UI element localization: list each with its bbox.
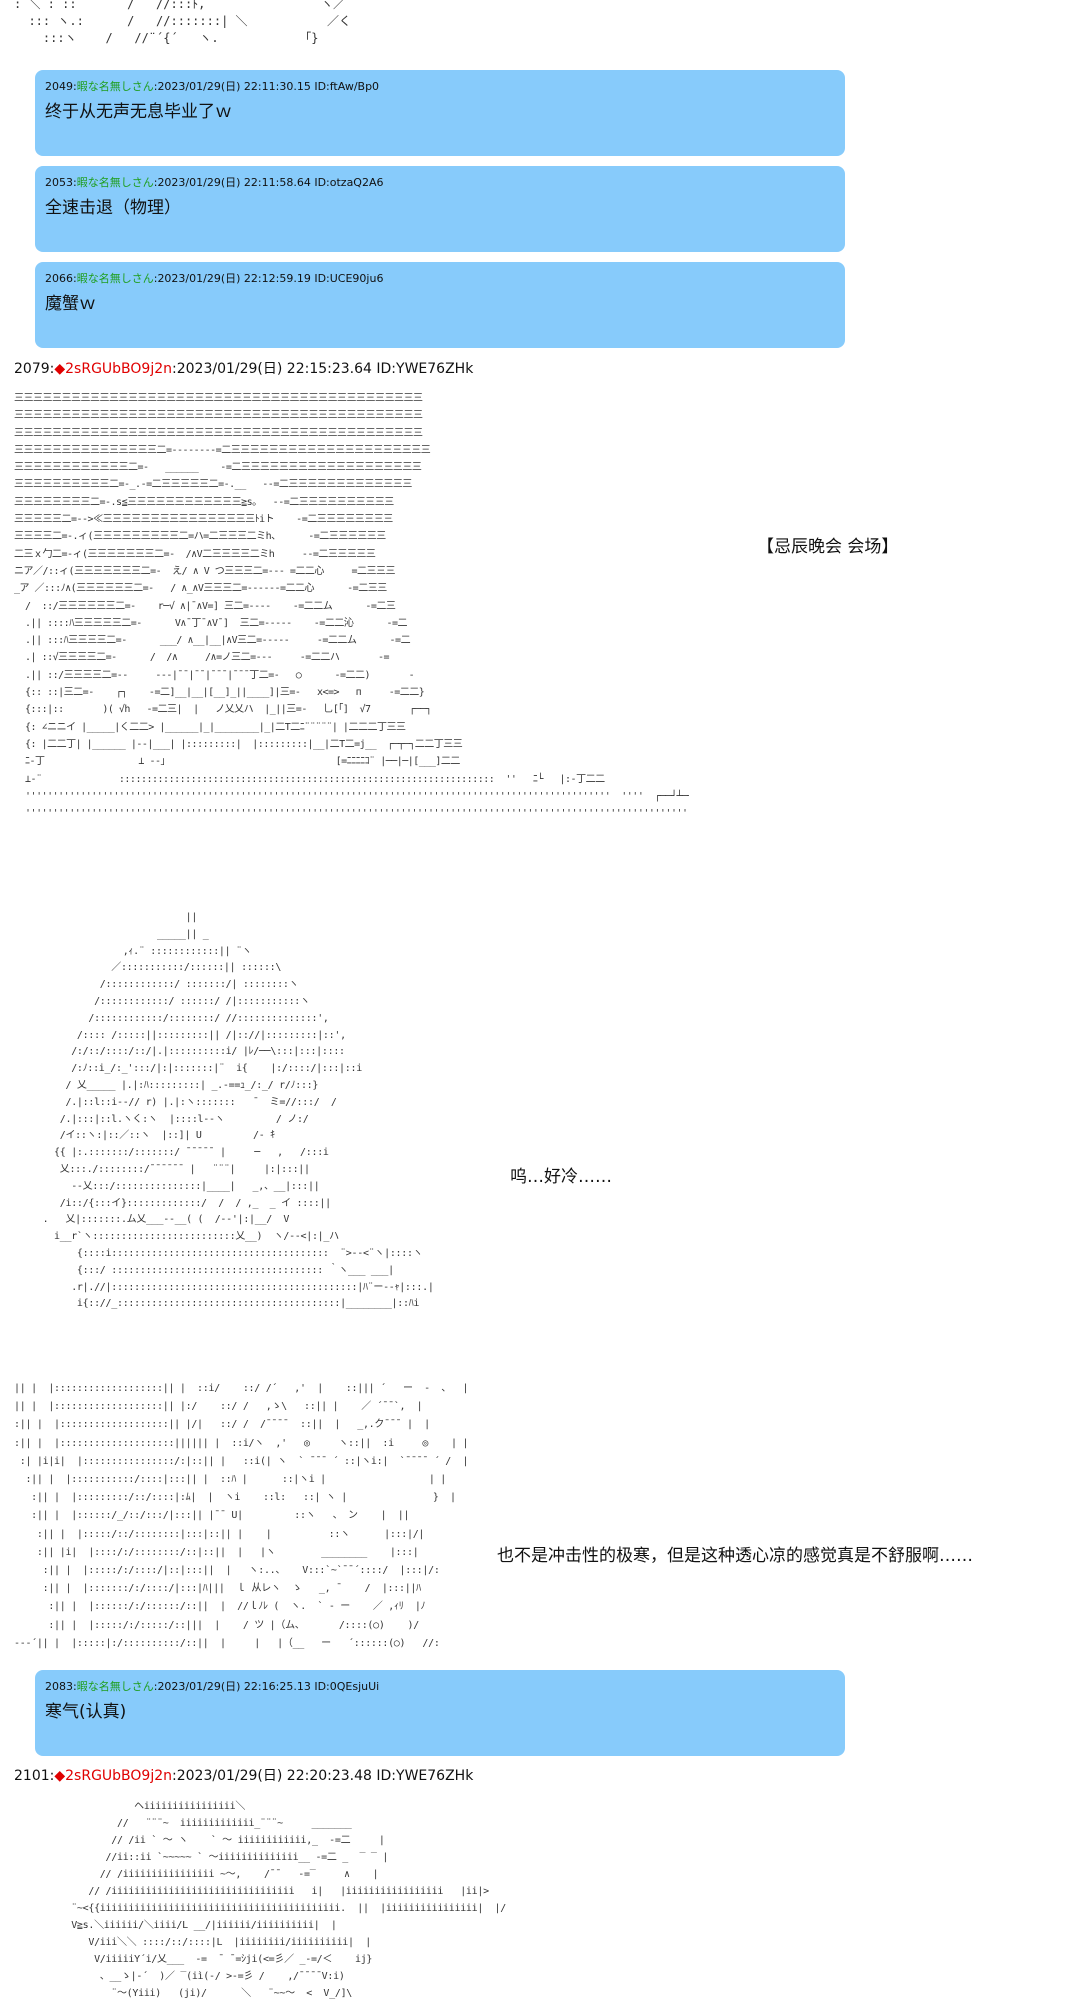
cold-caption: 呜…好冷…… [510, 1167, 612, 1187]
reply-meta: 2049:暇な名無しさん:2023/01/29(日) 22:11:30.15 I… [45, 80, 380, 93]
reply-post-2066: 2066:暇な名無しさん:2023/01/29(日) 22:12:59.19 I… [35, 262, 845, 348]
reply-meta: 2053:暇な名無しさん:2023/01/29(日) 22:11:58.64 I… [45, 176, 384, 189]
girl-ascii-art: || _____|| _ ,ｨ.¨ ::::::::::::|| ¨ヽ ／:::… [42, 912, 434, 1310]
face-ascii-art: || | |:::::::::::::::::::|| | ::i/ ::/ /… [14, 1383, 469, 1649]
venue-caption: 【忌辰晚会 会场】 [757, 537, 899, 557]
trip-diamond-icon: ◆ [54, 1768, 66, 1784]
feeling-caption: 也不是冲击性的极寒，但是这种透心凉的感觉真是不舒服啊…… [497, 1546, 973, 1566]
reply-meta: 2083:暇な名無しさん:2023/01/29(日) 22:16:25.13 I… [45, 1680, 380, 1693]
reply-text: 寒气(认真) [45, 1702, 127, 1722]
top-ascii-art: : ＼ : :: / //:::ﾄ, ヽ／ ::: ヽ.: / //::::::… [14, 0, 351, 45]
reply-text: 终于从无声无息毕业了ｗ [45, 102, 232, 122]
reply-post-2049: 2049:暇な名無しさん:2023/01/29(日) 22:11:30.15 I… [35, 70, 845, 156]
tripcode: 2sRGUbBO9j2n [65, 1768, 173, 1784]
op-post-header-2101: 2101:◆2sRGUbBO9j2n:2023/01/29(日) 22:20:2… [14, 1768, 474, 1784]
reply-meta: 2066:暇な名無しさん:2023/01/29(日) 22:12:59.19 I… [45, 272, 384, 285]
op-post-header-2079: 2079:◆2sRGUbBO9j2n:2023/01/29(日) 22:15:2… [14, 361, 474, 377]
hall-ascii-art: 三三三三三三三三三三三三三三三三三三三三三三三三三三三三三三三三三三三三三三三三… [14, 393, 689, 820]
tripcode: 2sRGUbBO9j2n [65, 361, 173, 377]
trip-diamond-icon: ◆ [54, 361, 66, 377]
reply-text: 全速击退（物理） [45, 198, 181, 218]
reply-post-2053: 2053:暇な名無しさん:2023/01/29(日) 22:11:58.64 I… [35, 166, 845, 252]
reply-post-2083: 2083:暇な名無しさん:2023/01/29(日) 22:16:25.13 I… [35, 1670, 845, 1756]
bottom-ascii-art: ヘiiiiiiiiiiiiiiii＼ // ¨¨¨~ iiiiiiiiiiiii… [71, 1801, 506, 1999]
reply-text: 魔蟹ｗ [45, 294, 96, 314]
